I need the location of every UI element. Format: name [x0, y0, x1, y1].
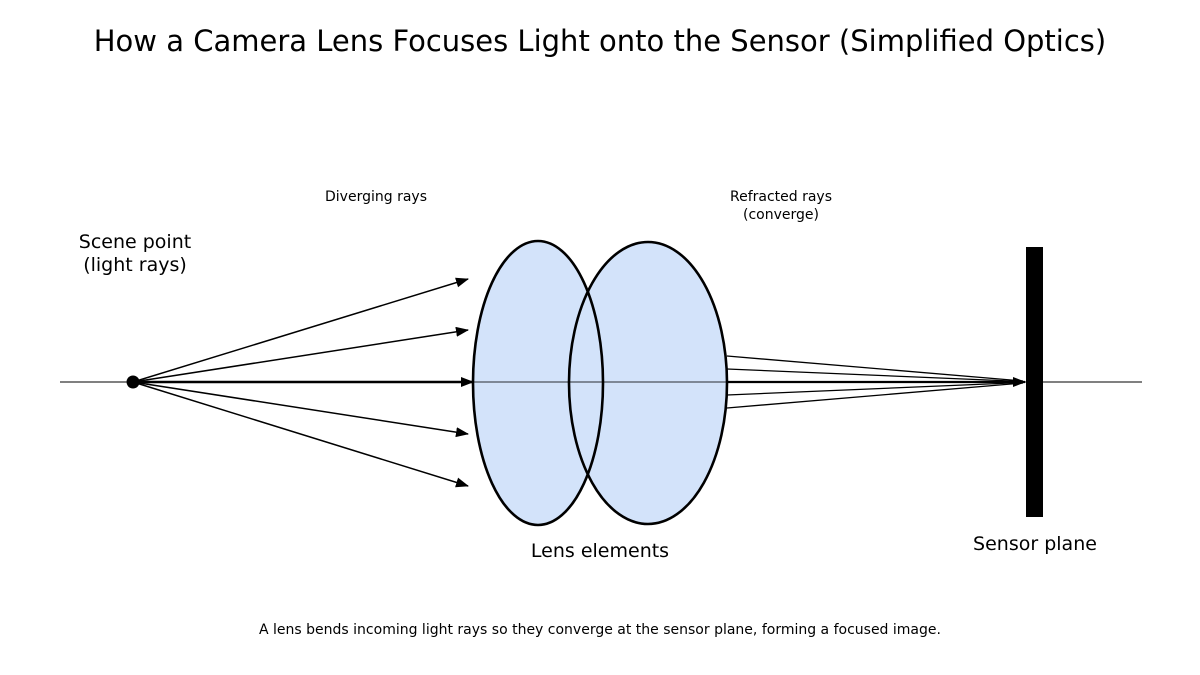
- refracted-rays-label: Refracted rays (converge): [730, 189, 832, 224]
- diverging-ray: [132, 381, 469, 488]
- lens-element-2-fill: [569, 242, 727, 524]
- scene-point-dot: [126, 375, 140, 389]
- diverging-ray: [132, 381, 469, 438]
- refracted-rays-label-line2: (converge): [743, 206, 819, 223]
- figure-caption: A lens bends incoming light rays so they…: [259, 622, 941, 638]
- diverging-ray: [132, 326, 469, 383]
- lens-element-1-fill: [473, 241, 603, 525]
- sensor-plane-bar: [1026, 247, 1043, 517]
- refracted-ray: [726, 381, 1024, 396]
- diverging-ray: [132, 277, 469, 383]
- diagram-title: How a Camera Lens Focuses Light onto the…: [93, 24, 1107, 58]
- diverging-rays-group: [132, 277, 474, 488]
- scene-point-label-line2: (light rays): [83, 253, 187, 276]
- refracted-ray: [726, 382, 1024, 409]
- diverging-rays-label: Diverging rays: [325, 189, 427, 205]
- refracted-ray: [726, 368, 1024, 383]
- lens-elements-label: Lens elements: [530, 540, 670, 562]
- lens-element-1-outline: [471, 239, 605, 527]
- scene-point-label: Scene point (light rays): [79, 231, 191, 277]
- scene-point-label-line1: Scene point: [78, 231, 192, 253]
- refracted-rays-group: [726, 355, 1026, 409]
- refracted-rays-label-line1: Refracted rays: [729, 189, 833, 205]
- refracted-ray: [726, 355, 1024, 382]
- sensor-plane-label: Sensor plane: [973, 533, 1097, 555]
